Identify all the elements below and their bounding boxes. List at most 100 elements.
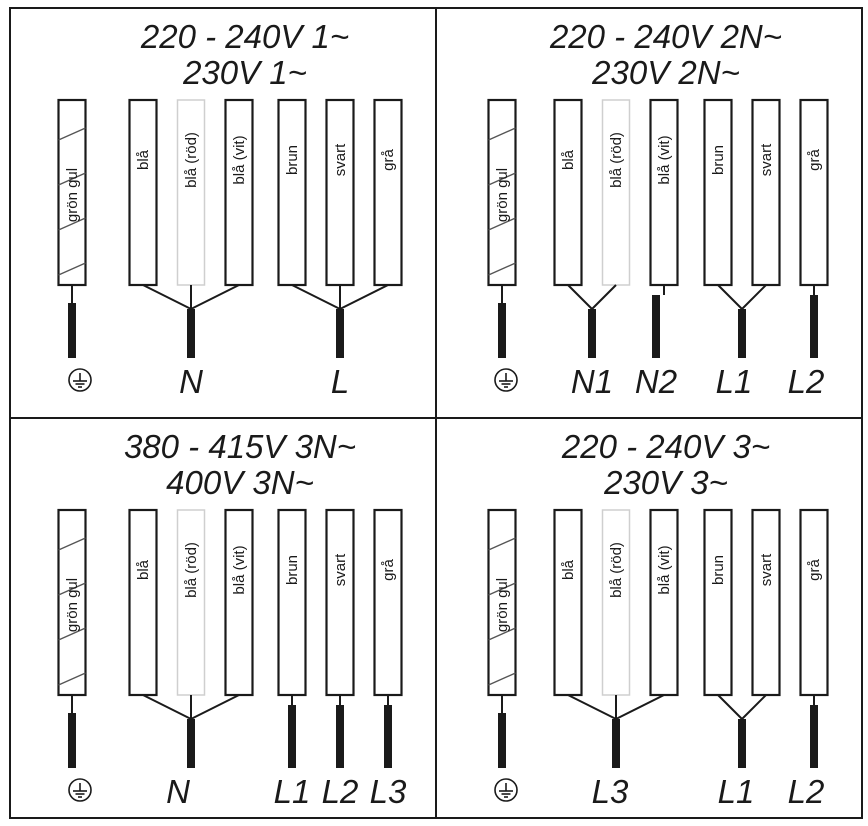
wire-2: blå (röd) [601, 99, 631, 286]
wire-6: grå [373, 508, 403, 697]
wire-insulation [649, 98, 679, 287]
earth-cable [498, 303, 506, 358]
wire-insulation [649, 508, 679, 697]
wire-2: blå (röd) [176, 99, 206, 286]
earth-wire: grön gul [57, 98, 87, 287]
yellow-green-stripe [488, 217, 516, 231]
wire-lead [567, 284, 593, 310]
terminal-cable [652, 295, 660, 358]
wire-5: svart [325, 508, 355, 697]
earth-wire: grön gul [57, 508, 87, 697]
terminal-label: L2 [788, 363, 825, 400]
wire-insulation [57, 508, 87, 697]
panel-1: 220 - 240V 1~230V 1~ grön gul blå blå (röd)… [9, 7, 437, 419]
wire-3: blå (vit) [649, 98, 679, 287]
wire-lead [142, 284, 192, 310]
wire-4: brun [277, 508, 307, 697]
wire-insulation [703, 98, 733, 287]
yellow-green-stripe [488, 582, 516, 596]
wire-insulation [373, 508, 403, 697]
voltage-subheading: 230V 1~ [182, 54, 307, 91]
wire-3: blå (vit) [649, 508, 679, 697]
yellow-green-stripe [488, 262, 516, 276]
yellow-green-stripe [488, 627, 516, 641]
yellow-green-stripe [488, 172, 516, 186]
wire-insulation [703, 508, 733, 697]
wire-insulation [277, 98, 307, 287]
terminal-cable [810, 295, 818, 358]
wire-insulation [176, 99, 206, 286]
wire-color-label: grön gul [494, 578, 511, 632]
terminal-cable [187, 309, 195, 358]
wire-insulation [487, 508, 517, 697]
wire-lead [717, 284, 743, 310]
wire-5: svart [751, 98, 781, 287]
wire-color-label: blå [135, 149, 152, 170]
wire-color-label: blå (röd) [608, 132, 625, 188]
yellow-green-stripe [58, 172, 86, 186]
wire-color-label: blå (vit) [656, 135, 673, 184]
wire-lead [741, 694, 767, 720]
terminal-cable [810, 705, 818, 768]
terminal-cable [288, 705, 296, 768]
wire-color-label: svart [332, 143, 349, 176]
earth-ground-icon-ring [68, 368, 92, 392]
terminal-label: N [179, 363, 203, 400]
wire-insulation [601, 509, 631, 696]
wire-color-label: blå (röd) [183, 132, 200, 188]
terminal-label: L3 [592, 773, 629, 810]
terminal-label: L2 [788, 773, 825, 810]
wire-insulation [799, 508, 829, 697]
wire-color-label: blå (röd) [183, 542, 200, 598]
wire-color-label: blå [560, 559, 577, 580]
voltage-heading: 220 - 240V 1~ [140, 18, 349, 55]
voltage-heading: 380 - 415V 3N~ [124, 428, 356, 465]
earth-cable [68, 303, 76, 358]
earth-cable [498, 713, 506, 768]
wire-color-label: blå (röd) [608, 542, 625, 598]
terminal-label: N2 [635, 363, 677, 400]
wire-color-label: grön gul [64, 578, 81, 632]
wire-5: svart [751, 508, 781, 697]
wire-insulation [373, 98, 403, 287]
wire-insulation [224, 508, 254, 697]
wire-lead [591, 284, 617, 310]
wire-insulation [601, 99, 631, 286]
wire-insulation [751, 98, 781, 287]
wire-insulation [277, 508, 307, 697]
wire-lead [142, 694, 192, 720]
earth-wire: grön gul [487, 98, 517, 287]
wire-color-label: svart [758, 143, 775, 176]
wire-4: brun [703, 98, 733, 287]
wire-1: blå [128, 98, 158, 287]
terminal-cable [738, 719, 746, 768]
wire-lead [291, 284, 341, 310]
terminal-cable [738, 309, 746, 358]
yellow-green-stripe [488, 127, 516, 141]
wire-color-label: brun [710, 555, 727, 585]
terminal-cable [336, 309, 344, 358]
earth-ground-icon [494, 778, 518, 802]
wire-insulation [224, 98, 254, 287]
wire-color-label: blå (vit) [231, 135, 248, 184]
voltage-subheading: 230V 2N~ [591, 54, 740, 91]
yellow-green-stripe [58, 537, 86, 551]
terminal-cable [588, 309, 596, 358]
terminal-label: N1 [571, 363, 613, 400]
wire-lead [190, 284, 240, 310]
wire-2: blå (röd) [601, 509, 631, 696]
wire-insulation [325, 508, 355, 697]
voltage-heading: 220 - 240V 2N~ [549, 18, 782, 55]
wire-4: brun [703, 508, 733, 697]
wire-color-label: grå [806, 559, 823, 581]
wire-color-label: brun [284, 555, 301, 585]
terminal-cable [336, 705, 344, 768]
terminal-label: L2 [322, 773, 359, 810]
terminal-label: L1 [716, 363, 753, 400]
panel-border [435, 417, 863, 819]
earth-ground-icon-ring [68, 778, 92, 802]
wire-lead [567, 694, 617, 720]
earth-ground-icon-ring [494, 368, 518, 392]
